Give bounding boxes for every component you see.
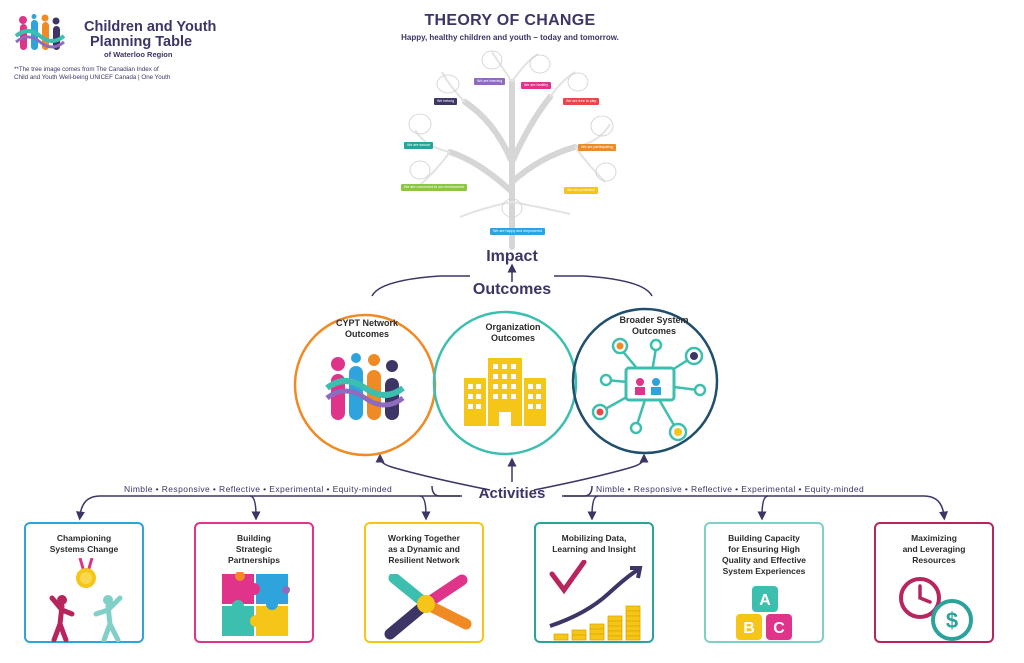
page-title: THEORY OF CHANGE (424, 12, 596, 29)
hands-together-icon (384, 574, 472, 640)
activity-data-line2: Learning and Insight (552, 544, 636, 554)
circle-cypt-label-line1: CYPT Network (335, 318, 398, 328)
champions-icon (49, 558, 123, 642)
values-right: Nimble • Responsive • Reflective • Exper… (596, 484, 865, 494)
tree-tag-learning: We are learning (474, 78, 506, 85)
activity-mobilizing-data: Mobilizing Data, Learning and Insight (534, 522, 654, 643)
activity-capacity-line1: Building Capacity (728, 533, 800, 543)
clock-money-icon: $ (899, 577, 973, 641)
circle-organization-label: Organization Outcomes (468, 322, 558, 344)
activity-working-line3: Resilient Network (388, 555, 460, 565)
activity-capacity-line2: for Ensuring High (728, 544, 800, 554)
abc-blocks-icon: A B C (736, 586, 792, 640)
puzzle-icon (222, 572, 290, 636)
activity-resources-line2: and Leveraging (902, 544, 966, 554)
impact-label: Impact (486, 248, 538, 265)
circle-organization (432, 310, 578, 456)
tree-tag-belong: We belong (434, 98, 458, 105)
activity-partnerships-line3: Partnerships (228, 555, 280, 565)
svg-text:$: $ (946, 608, 958, 633)
activity-championing-line2: Systems Change (49, 544, 119, 554)
tree-tag-environment: We are connected to our environment (401, 184, 468, 191)
values-left: Nimble • Responsive • Reflective • Exper… (124, 484, 393, 494)
abc-letter-b: B (743, 620, 755, 637)
activity-resources-line3: Resources (912, 555, 956, 565)
building-icon (464, 358, 546, 426)
circle-org-label-line2: Outcomes (490, 333, 535, 343)
logo-title: Children and Youth Planning Table (84, 20, 216, 50)
activity-building-capacity: Building Capacity for Ensuring High Qual… (704, 522, 824, 643)
tree-tag-secure: We are secure (404, 142, 434, 149)
activity-capacity-line3: Quality and Effective (721, 555, 807, 565)
activities-label: Activities (478, 485, 546, 502)
activity-partnerships: Building Strategic Partnerships (194, 522, 314, 643)
activity-maximizing-resources: Maximizing and Leveraging Resources $ (874, 522, 994, 643)
abc-letter-c: C (773, 620, 785, 637)
activity-working-line1: Working Together (388, 533, 460, 543)
logo-title-line2: Planning Table (90, 34, 193, 50)
logo-title-line1: Children and Youth (84, 19, 217, 35)
abc-letter-a: A (759, 592, 771, 609)
activity-championing: Championing Systems Change (24, 522, 144, 643)
activity-partnerships-line1: Building (237, 533, 271, 543)
page-subtitle: Happy, healthy children and youth – toda… (401, 33, 619, 42)
activity-data-line1: Mobilizing Data, (561, 533, 627, 543)
tree-tag-participating: We are participating (578, 144, 616, 151)
tree-tag-happy: We are happy and empowered (490, 228, 546, 235)
growth-chart-icon (549, 560, 643, 641)
circle-broader-label: Broader System Outcomes (606, 315, 702, 337)
people-network-icon (325, 353, 405, 420)
activity-partnerships-line2: Strategic (235, 544, 273, 554)
circle-org-label-line1: Organization (485, 322, 541, 332)
credit-note: **The tree image comes from The Canadian… (14, 66, 171, 81)
outcomes-label: Outcomes (472, 281, 552, 298)
activity-capacity-line4: System Experiences (722, 566, 806, 576)
cypt-logo (14, 14, 66, 50)
circle-cypt-label-line2: Outcomes (344, 329, 389, 339)
logo-subtitle: of Waterloo Region (104, 50, 173, 59)
circle-broader-label-line1: Broader System (619, 315, 689, 325)
activity-resources-line1: Maximizing (911, 533, 957, 543)
circle-broader-label-line2: Outcomes (631, 326, 676, 336)
tree-tag-free-to-play: We are free to play (563, 98, 600, 105)
circle-cypt-label: CYPT Network Outcomes (322, 318, 412, 340)
system-network-icon (591, 337, 707, 442)
tree-tag-protected: We are protected (564, 187, 598, 194)
activity-working-together: Working Together as a Dynamic and Resili… (364, 522, 484, 643)
activity-working-line2: as a Dynamic and (388, 544, 460, 554)
circle-broader-system (571, 307, 719, 455)
activity-championing-line1: Championing (56, 533, 112, 543)
tree-tag-healthy: We are healthy (521, 82, 552, 89)
